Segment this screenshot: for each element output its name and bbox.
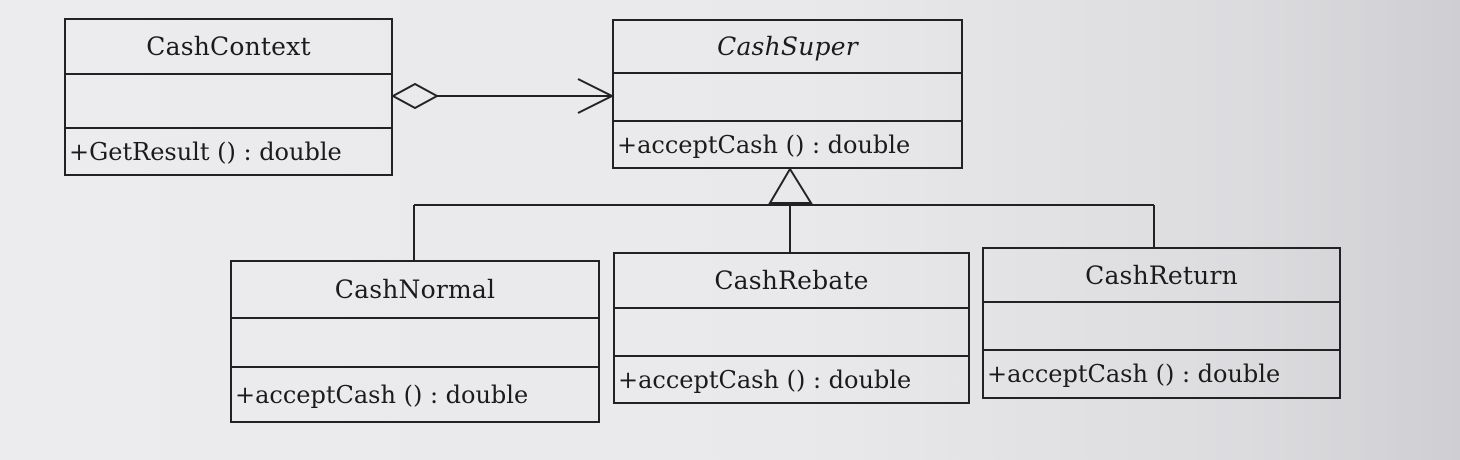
- class-cash-context[interactable]: CashContext +GetResult () : double: [64, 18, 393, 176]
- class-name: CashContext: [66, 20, 391, 75]
- generalization-triangle-icon: [768, 167, 813, 204]
- class-cash-super[interactable]: CashSuper +acceptCash () : double: [612, 19, 963, 169]
- operation: +acceptCash () : double: [618, 365, 912, 394]
- class-name: CashSuper: [614, 21, 961, 74]
- aggregation-cashcontext-cashsuper: [390, 78, 615, 114]
- attribute-compartment: [614, 74, 961, 122]
- operation: +acceptCash () : double: [987, 360, 1281, 388]
- aggregation-diamond-icon: [390, 82, 440, 110]
- class-cash-normal[interactable]: CashNormal +acceptCash () : double: [230, 260, 600, 423]
- class-cash-return[interactable]: CashReturn +acceptCash () : double: [982, 247, 1341, 399]
- attribute-compartment: [66, 75, 391, 129]
- operation: +acceptCash () : double: [617, 130, 911, 159]
- operation: +GetResult () : double: [69, 137, 342, 166]
- class-name: CashReturn: [984, 249, 1339, 303]
- class-name: CashRebate: [615, 254, 968, 309]
- operation: +acceptCash () : double: [235, 380, 529, 409]
- class-name: CashNormal: [232, 262, 598, 319]
- class-cash-rebate[interactable]: CashRebate +acceptCash () : double: [613, 252, 970, 404]
- attribute-compartment: [984, 303, 1339, 351]
- attribute-compartment: [232, 319, 598, 368]
- generalization-tree: [413, 167, 1155, 260]
- attribute-compartment: [615, 309, 968, 357]
